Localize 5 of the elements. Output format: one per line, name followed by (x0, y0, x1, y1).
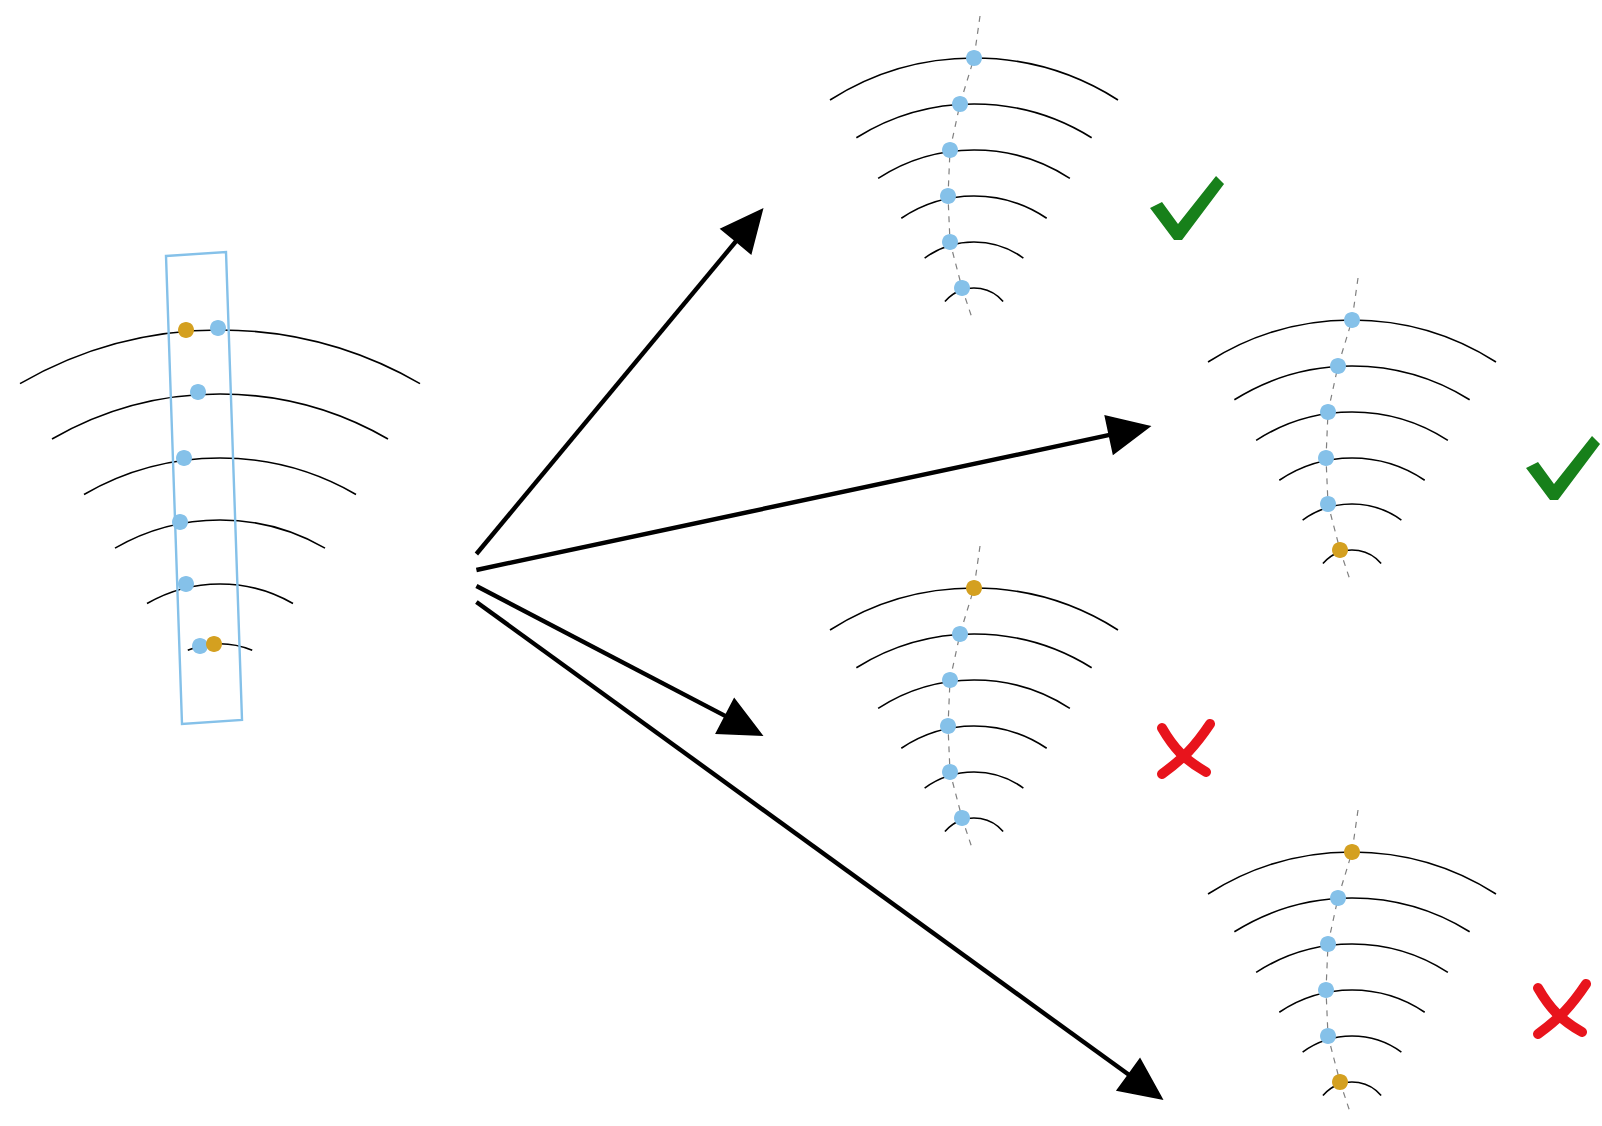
arc-diagram-drawing (1207, 277, 1497, 581)
arc-diagram-drawing (829, 15, 1119, 319)
arc-diagram-drawing (19, 250, 421, 726)
arc-diagram-drawing (1207, 809, 1497, 1113)
arc-diagram-drawing (829, 545, 1119, 849)
